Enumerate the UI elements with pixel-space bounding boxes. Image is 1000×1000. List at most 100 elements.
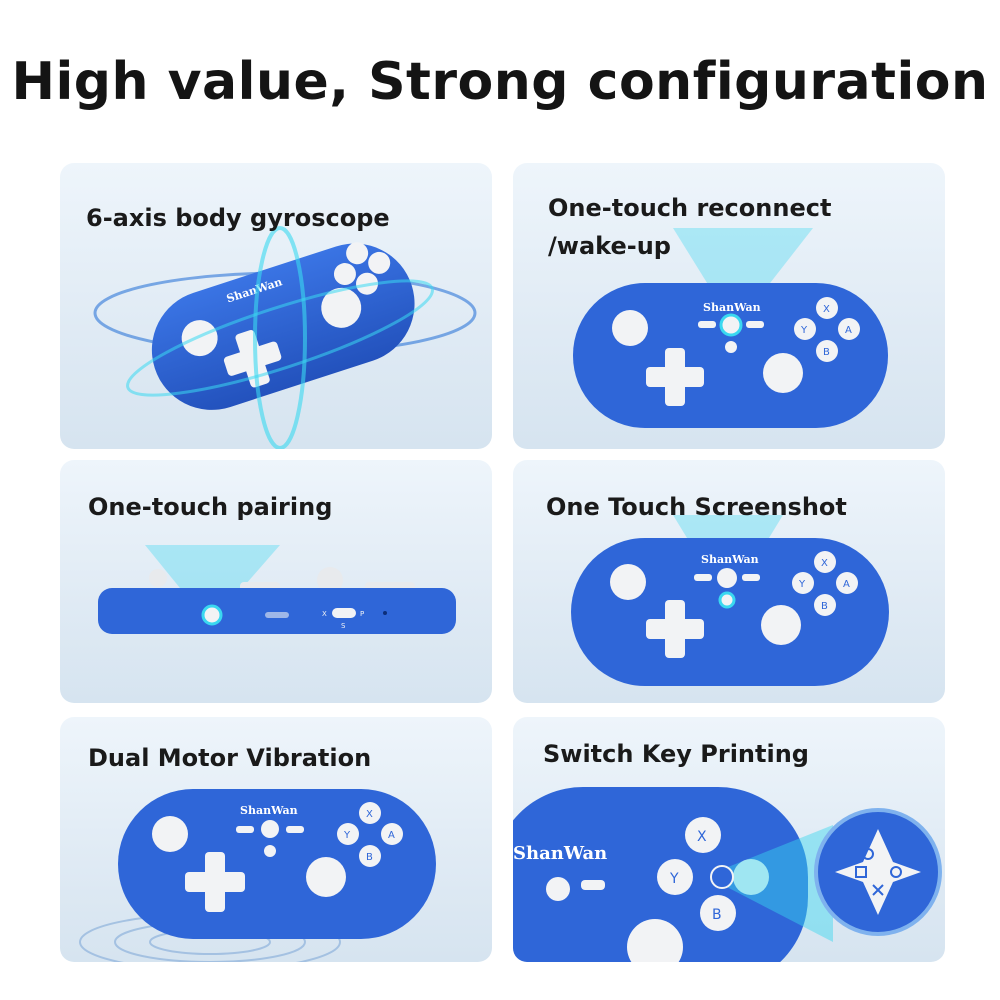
mode-label-s: S	[341, 622, 346, 630]
label-a: A	[843, 579, 850, 590]
brand-logo: ShanWan	[240, 804, 298, 817]
button-y	[657, 859, 693, 895]
controller-body	[151, 243, 415, 410]
button-x	[346, 242, 369, 265]
button-a	[836, 572, 858, 594]
label-b: B	[366, 852, 373, 863]
card-title: One Touch Screenshot	[546, 493, 847, 521]
playstation-triangle-icon	[862, 848, 874, 860]
button-x	[359, 802, 381, 824]
button-a	[733, 859, 769, 895]
label-y: Y	[798, 579, 806, 590]
controller-top-edge-illustration: X P S	[98, 545, 456, 634]
dpad	[646, 600, 704, 658]
key-print-spot	[710, 865, 734, 889]
page-headline: High value, Strong configuration	[11, 52, 989, 112]
left-stick	[610, 564, 646, 600]
home-button	[261, 820, 279, 838]
button-y	[333, 263, 356, 286]
mode-switch	[332, 608, 356, 618]
mode-label-p: P	[360, 610, 364, 618]
home-button	[719, 313, 743, 337]
button-a	[381, 823, 403, 845]
capture-button	[725, 341, 737, 353]
feature-card-key-printing: Switch Key Printing ShanWan X Y B	[513, 717, 945, 962]
button-a	[368, 251, 391, 274]
label-y: Y	[800, 325, 808, 336]
feature-card-gyroscope: 6-axis body gyroscope ShanWan	[60, 163, 492, 449]
plus-button	[581, 880, 605, 890]
right-stick	[321, 287, 362, 328]
button-x	[816, 297, 838, 319]
button-b	[700, 895, 736, 931]
brand-logo: ShanWan	[701, 553, 759, 566]
left-stick	[181, 320, 218, 357]
minus-button	[698, 321, 716, 328]
plus-button	[742, 574, 760, 581]
zoom-beam	[723, 825, 833, 942]
card-title: Switch Key Printing	[543, 740, 809, 768]
label-y: Y	[343, 830, 351, 841]
controller-front-illustration: ShanWan X Y A B	[571, 515, 889, 686]
capture-button	[718, 591, 736, 609]
stick-top	[317, 567, 343, 593]
controller-closeup-illustration: ShanWan X Y B	[513, 787, 942, 962]
playstation-circle-icon	[890, 866, 902, 878]
dpad	[185, 852, 245, 912]
card-title: One-touch pairing	[88, 493, 333, 521]
brand-logo: ShanWan	[513, 843, 607, 864]
button-y	[792, 572, 814, 594]
controller-front-illustration: ShanWan X Y A B	[573, 228, 888, 428]
minus-button	[694, 574, 712, 581]
zoom-magnifier	[814, 808, 942, 936]
feature-card-reconnect: One-touch reconnect /wake-up ShanWan X Y…	[513, 163, 945, 449]
brand-logo: ShanWan	[703, 301, 761, 314]
capture-button	[264, 845, 276, 857]
card-title: 6-axis body gyroscope	[86, 204, 390, 232]
dpad	[646, 348, 704, 406]
label-b: B	[712, 907, 722, 923]
usb-port	[265, 612, 289, 618]
button-x	[814, 551, 836, 573]
label-x: X	[697, 829, 707, 845]
feature-card-vibration: Dual Motor Vibration ShanWan X Y A B	[60, 717, 492, 962]
playstation-square-icon	[855, 866, 867, 878]
right-stick	[763, 353, 803, 393]
controller-body	[118, 789, 436, 939]
button-y	[794, 318, 816, 340]
label-a: A	[388, 830, 395, 841]
mode-label-x: X	[322, 610, 327, 618]
label-y: Y	[669, 871, 679, 887]
label-x: X	[821, 558, 828, 569]
playstation-cross-icon	[872, 884, 884, 896]
home-button	[546, 877, 570, 901]
button-b	[816, 340, 838, 362]
feature-card-pairing: One-touch pairing X P S	[60, 460, 492, 703]
dpad	[223, 330, 282, 388]
feature-card-screenshot: One Touch Screenshot ShanWan X Y A B	[513, 460, 945, 703]
label-x: X	[823, 304, 830, 315]
card-title: One-touch reconnect /wake-up	[548, 194, 832, 260]
right-stick	[306, 857, 346, 897]
controller-vibration-illustration: ShanWan X Y A B	[79, 789, 436, 962]
controller-edge	[98, 588, 456, 634]
right-stick	[761, 605, 801, 645]
button-x	[685, 817, 721, 853]
minus-button	[236, 826, 254, 833]
label-b: B	[823, 347, 830, 358]
button-a	[838, 318, 860, 340]
card-title: Dual Motor Vibration	[88, 744, 372, 772]
controller-tilted-illustration: ShanWan	[93, 226, 477, 449]
label-x: X	[366, 809, 373, 820]
button-b	[814, 594, 836, 616]
button-y	[337, 823, 359, 845]
plus-button	[746, 321, 764, 328]
home-button	[717, 568, 737, 588]
left-stick	[612, 310, 648, 346]
label-b: B	[821, 601, 828, 612]
label-a: A	[845, 325, 852, 336]
pair-button	[201, 604, 223, 626]
plus-button	[286, 826, 304, 833]
left-stick	[152, 816, 188, 852]
button-b	[359, 845, 381, 867]
